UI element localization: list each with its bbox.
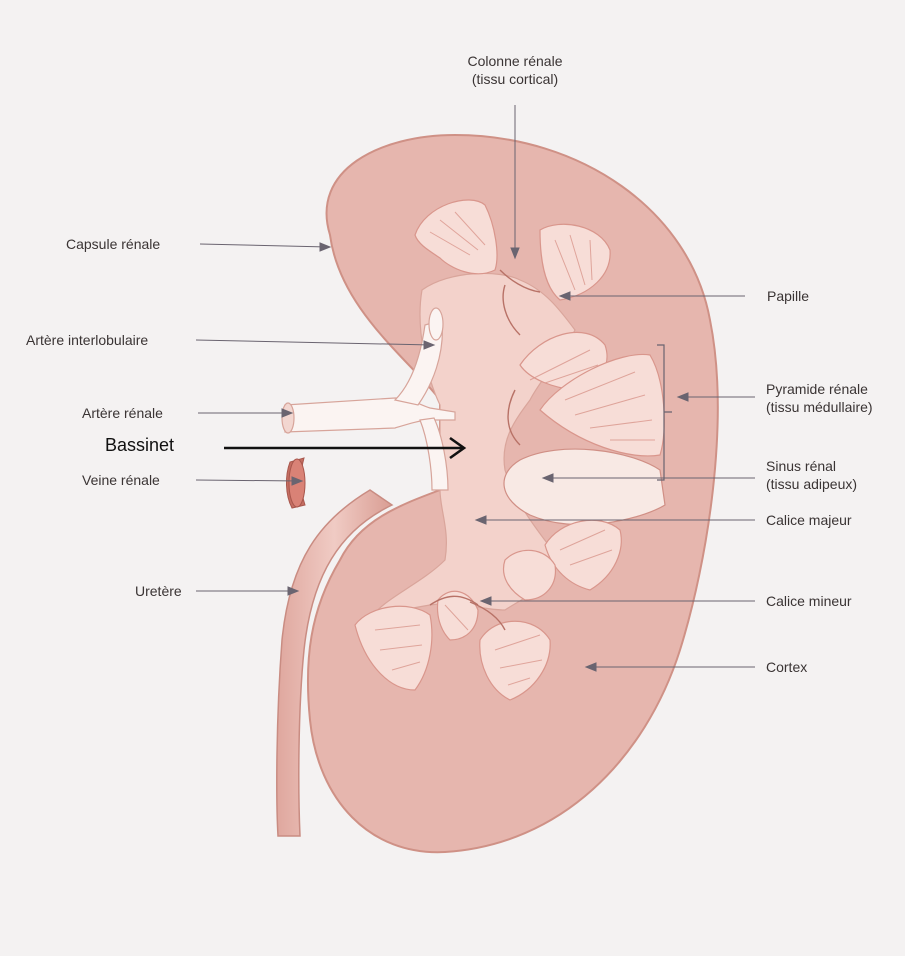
label-colonne-renale-line2: (tissu cortical) (440, 70, 590, 88)
label-pyramide-renale: Pyramide rénale (tissu médullaire) (766, 380, 873, 416)
label-artere-renale: Artère rénale (82, 404, 163, 422)
renal-artery (282, 308, 455, 490)
label-sinus-renal-line1: Sinus rénal (766, 457, 857, 475)
label-sinus-renal-line2: (tissu adipeux) (766, 475, 857, 493)
label-artere-interlobulaire: Artère interlobulaire (26, 331, 148, 349)
label-colonne-renale: Colonne rénale (tissu cortical) (440, 52, 590, 88)
label-pyramide-renale-line2: (tissu médullaire) (766, 398, 873, 416)
label-calice-majeur: Calice majeur (766, 511, 852, 529)
label-colonne-renale-line1: Colonne rénale (440, 52, 590, 70)
label-sinus-renal: Sinus rénal (tissu adipeux) (766, 457, 857, 493)
label-papille: Papille (767, 287, 809, 305)
label-uretere: Uretère (135, 582, 182, 600)
label-veine-renale: Veine rénale (82, 471, 160, 489)
label-capsule-renale: Capsule rénale (66, 235, 160, 253)
label-pyramide-renale-line1: Pyramide rénale (766, 380, 873, 398)
sinus-fat (504, 449, 665, 525)
label-calice-mineur: Calice mineur (766, 592, 852, 610)
label-bassinet: Bassinet (105, 436, 174, 454)
label-cortex: Cortex (766, 658, 807, 676)
